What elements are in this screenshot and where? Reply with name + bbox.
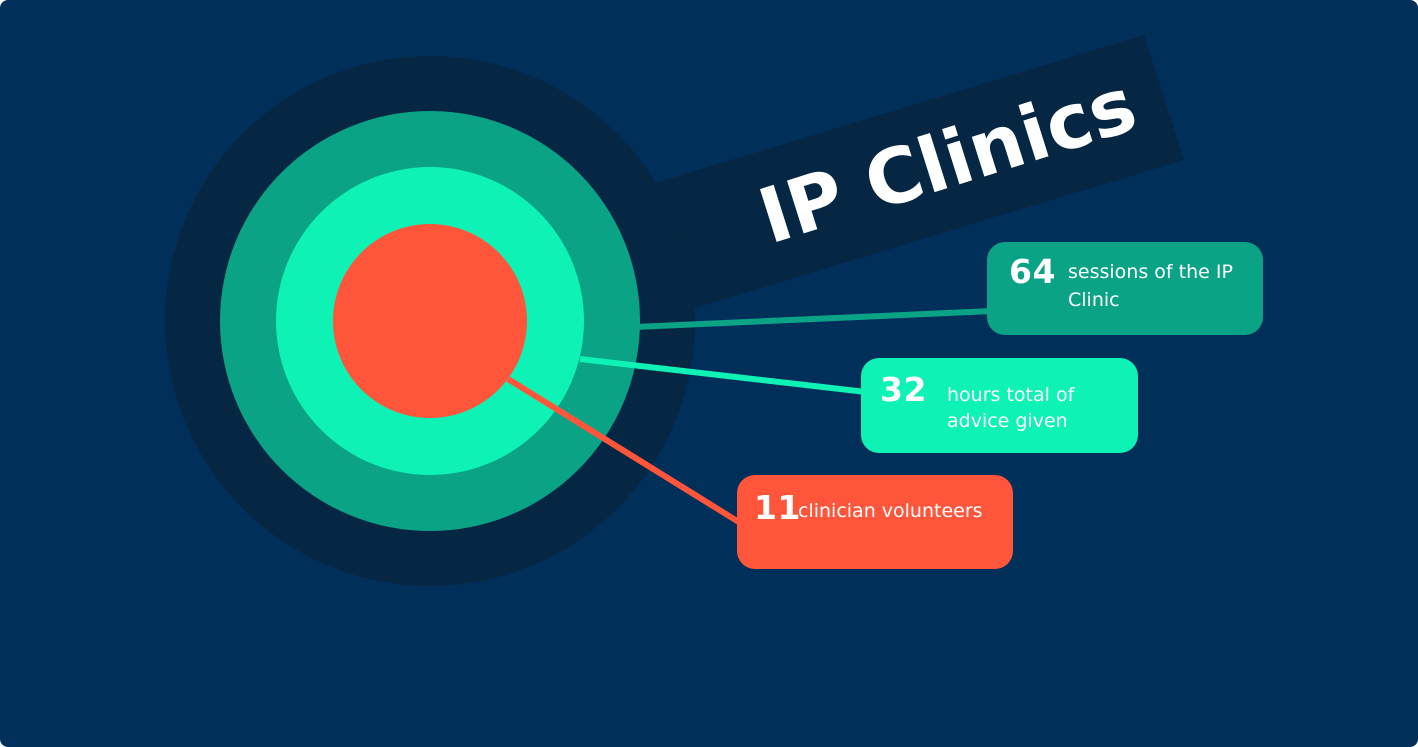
- connector-hours: [579, 356, 867, 395]
- stat-card-volunteers: 11 clinician volunteers: [737, 475, 1013, 569]
- stat-card-hours: 32 hours total of advice given: [861, 358, 1138, 453]
- stat-number: 11: [754, 488, 801, 527]
- stat-label: clinician volunteers: [798, 500, 983, 522]
- stat-label: sessions of the IP Clinic: [1068, 261, 1233, 311]
- stat-card-sessions: 64 sessions of the IP Clinic: [987, 242, 1263, 335]
- stat-label: hours total of advice given: [947, 384, 1075, 432]
- stat-number: 32: [880, 370, 927, 409]
- stat-number: 64: [1009, 252, 1056, 291]
- target-center: [333, 224, 527, 418]
- connector-sessions: [634, 308, 993, 330]
- title-banner: [655, 35, 1184, 308]
- connector-volunteers: [506, 376, 744, 527]
